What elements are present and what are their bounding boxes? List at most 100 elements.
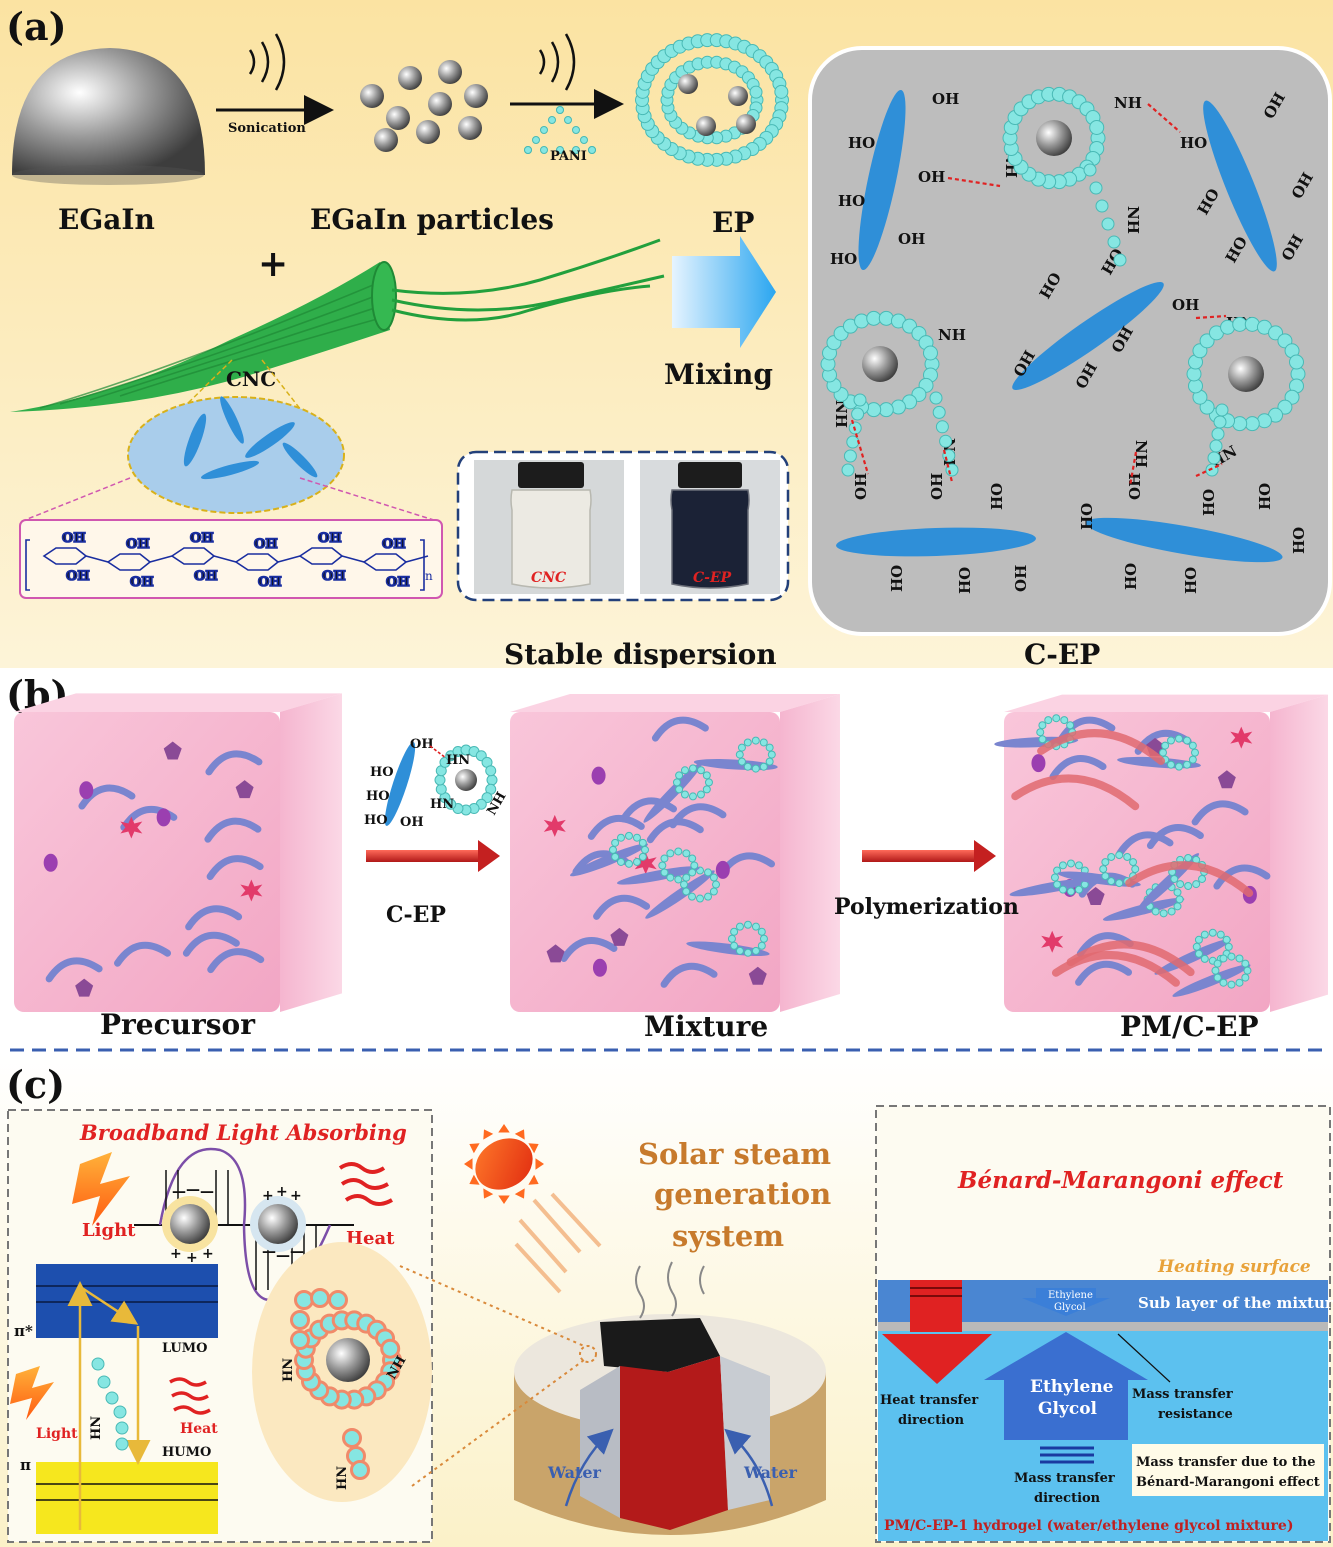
cnc-rod xyxy=(1009,878,1093,897)
cellulose-oh-label: OH xyxy=(254,537,278,552)
egain-particles-label: EGaIn particles xyxy=(310,203,554,236)
pani-bead xyxy=(1208,928,1217,937)
cep-addition-label: C-EP xyxy=(386,902,446,928)
pani-bead xyxy=(328,1290,348,1310)
svg-text:—: — xyxy=(186,1182,200,1198)
pani-bead xyxy=(1053,880,1062,889)
pani-bead xyxy=(688,792,697,801)
pani-bead xyxy=(1058,861,1067,870)
glycosidic-bond xyxy=(341,555,365,563)
cellulose-oh-label: OH xyxy=(322,569,346,584)
sun-ray xyxy=(498,1124,510,1133)
cnc-rod xyxy=(1012,281,1164,391)
polymer-chain xyxy=(1213,864,1271,890)
pani-bead xyxy=(1184,881,1193,890)
hydroxyl-label: HO xyxy=(1078,503,1096,530)
pani-bead xyxy=(1038,735,1047,744)
hydroxyl-label: OH xyxy=(1012,565,1030,592)
egain-particles xyxy=(360,60,488,152)
pani-bead xyxy=(1129,858,1138,867)
mass-bm-line2: Bénard-Marangoni effect xyxy=(1136,1475,1320,1490)
pani-bead xyxy=(1183,760,1192,769)
polymer-chain xyxy=(1075,960,1133,986)
hydroxyl-label: OH xyxy=(918,168,945,186)
egain-particle xyxy=(428,92,452,116)
hydrogen-bond xyxy=(1195,463,1223,477)
mass-resistance-line1: Mass transfer xyxy=(1132,1387,1233,1402)
pani-bead xyxy=(935,420,949,434)
mass-bm-line1: Mass transfer due to the xyxy=(1136,1455,1316,1470)
mass-resistance-line2: resistance xyxy=(1158,1407,1233,1422)
pani-bead xyxy=(878,402,894,418)
pani-bead xyxy=(1173,888,1182,897)
light-label-2: Light xyxy=(36,1426,78,1442)
cnc-rod xyxy=(643,762,703,823)
cnc-rod xyxy=(858,89,906,271)
cellulose-oh-label: OH xyxy=(382,537,406,552)
pani-bead xyxy=(1188,755,1197,764)
vial-cnc-label: CNC xyxy=(531,570,566,586)
pani-bead xyxy=(1107,877,1116,886)
cellulose-oh-label: OH xyxy=(126,537,150,552)
polymer-network-chain xyxy=(1011,774,1140,811)
lightning-bolt-icon-2 xyxy=(10,1366,54,1420)
pani-bead xyxy=(854,313,870,329)
water-label-2: Water xyxy=(743,1463,798,1482)
sun-ray xyxy=(514,1129,525,1140)
pani-bead xyxy=(1232,416,1248,432)
svg-text:+: + xyxy=(276,1184,288,1200)
polymer-chain xyxy=(593,894,651,920)
pani-bead xyxy=(658,861,667,870)
pani-bead xyxy=(1101,858,1110,867)
polymer-chain xyxy=(1049,755,1107,781)
pani-bead xyxy=(666,873,675,882)
pani-bead xyxy=(730,941,739,950)
sun-ray xyxy=(528,1174,539,1185)
pani-bead xyxy=(1288,354,1304,370)
pani-bead xyxy=(1115,879,1124,888)
precursor-label: Precursor xyxy=(100,1008,256,1041)
cnc-rod xyxy=(1102,897,1185,921)
egain-particle xyxy=(736,114,756,134)
pi-star-label: π* xyxy=(14,1322,33,1340)
vials-photo: CNC C-EP xyxy=(456,450,790,602)
pani-bead xyxy=(97,1375,111,1389)
mixture-label: Mixture xyxy=(644,1010,768,1043)
monomer-ellipse xyxy=(156,808,171,827)
polymer-chain xyxy=(1146,824,1204,850)
egain-particle xyxy=(696,116,716,136)
pani-bead xyxy=(890,399,906,415)
mixing-arrow xyxy=(672,236,776,348)
sun-ray xyxy=(469,1143,480,1154)
heating-surface-label: Heating surface xyxy=(1157,1257,1311,1277)
cellulose-oh-label: OH xyxy=(130,575,154,590)
pani-bead xyxy=(696,790,705,799)
sonication-waves-icon xyxy=(248,33,286,91)
sunlight-rays xyxy=(514,1192,602,1294)
pani-bead xyxy=(105,1391,119,1405)
pani-bead xyxy=(680,790,689,799)
pani-bead xyxy=(1232,316,1248,332)
mass-direction-line1: Mass transfer xyxy=(1014,1471,1115,1486)
monomer-pentagon xyxy=(748,966,767,985)
pani-bead xyxy=(611,838,620,847)
polymerization-arrow xyxy=(862,840,996,872)
pani-bead xyxy=(682,887,691,896)
pani-bead xyxy=(929,391,943,405)
pani-bead xyxy=(1183,736,1192,745)
pani-bead xyxy=(1222,935,1231,944)
pani-bead xyxy=(1200,954,1209,963)
pani-bead xyxy=(310,1288,330,1308)
svg-text:+: + xyxy=(202,1246,214,1262)
pani-bead xyxy=(1123,852,1132,861)
svg-text:+: + xyxy=(186,1250,198,1266)
monomer-pentagon xyxy=(610,927,629,946)
hydroxyl-label: OH xyxy=(1172,296,1199,314)
cnc-rod xyxy=(1172,964,1251,997)
hydroxyl-label: OH xyxy=(898,230,925,248)
pani-bead xyxy=(608,845,617,854)
monomer-pentagon xyxy=(1217,770,1236,789)
mixing-label: Mixing xyxy=(664,358,773,391)
